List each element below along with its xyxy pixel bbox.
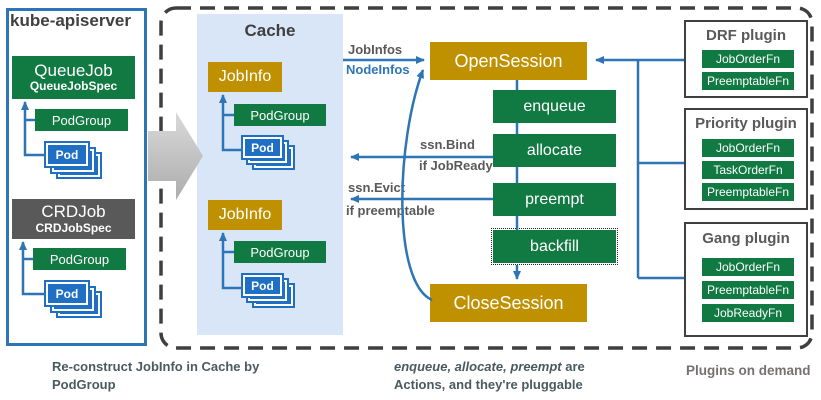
fn-row: JobReadyFn [702,304,794,322]
queuejob-spec: QueueJobSpec [29,79,118,94]
caption-actions: enqueue, allocate, preempt are Actions, … [394,358,585,393]
fn-row: PreemptableFn [702,72,794,90]
label-nodeinfos: NodeInfos [346,62,410,77]
kube-apiserver-title: kube-apiserver [10,11,131,30]
caption-actions-names: enqueue, allocate, preempt [394,359,562,374]
plugin-priority-title: Priority plugin [695,115,797,132]
arrow-close-to-open [401,69,433,302]
fn-row: TaskOrderFn [702,161,794,179]
fn-row: JobOrderFn [702,50,794,68]
queuejob-name: QueueJob [34,60,113,80]
plugin-gang-title: Gang plugin [702,230,790,247]
podgroup-box: PodGroup [33,248,126,270]
queuejob-box: QueueJob QueueJobSpec [12,56,135,99]
pod-stack: Pod [243,137,299,173]
label-if-jobready: if JobReady [419,158,493,173]
crdjob-box: CRDJob CRDJobSpec [12,199,135,239]
jobinfo-box: JobInfo [208,62,282,92]
caption-reconstruct-line2: PodGroup [52,376,116,392]
podgroup-box: PodGroup [234,241,326,263]
plugin-drf-title: DRF plugin [706,27,786,44]
pod-stack: Pod [243,275,299,311]
crdjob-spec: CRDJobSpec [35,220,112,235]
label-if-preemptable: if preemptable [346,203,435,218]
caption-reconstruct-line1: Re-construct JobInfo in Cache by [52,359,260,374]
fn-row: JobOrderFn [702,258,794,276]
action-enqueue-box: enqueue [493,90,616,123]
pod-card: Pod [243,275,282,296]
caption-actions-line2: Actions, and they're pluggable [394,376,583,392]
pod-card: Pod [46,143,88,166]
pod-stack: Pod [46,143,106,183]
caption-actions-are: are [561,359,585,374]
fn-row: PreemptableFn [702,281,794,299]
label-ssn-bind: ssn.Bind [420,137,475,152]
cache-title: Cache [244,21,296,40]
pod-stack: Pod [46,282,106,322]
plugin-gang-box: Gang plugin JobOrderFn PreemptableFn Job… [684,222,808,337]
plugin-priority-box: Priority plugin JobOrderFn TaskOrderFn P… [684,108,808,210]
caption-plugins-note: Plugins on demand [686,363,811,378]
action-preempt-box: preempt [493,183,616,216]
label-jobinfos: JobInfos [348,42,403,57]
caption-reconstruct: Re-construct JobInfo in Cache by PodGrou… [52,358,259,393]
fn-row: JobOrderFn [702,139,794,157]
podgroup-box: PodGroup [35,109,128,131]
action-allocate-box: allocate [493,134,616,167]
pod-card: Pod [243,137,282,158]
flow-arrow [148,112,203,200]
crdjob-name: CRDJob [41,202,106,222]
pod-card: Pod [46,282,88,305]
label-ssn-evict: ssn.Evict [348,180,406,195]
close-session-box: CloseSession [430,284,587,322]
podgroup-box: PodGroup [234,104,326,126]
fn-row: PreemptableFn [702,183,794,201]
plugin-drf-box: DRF plugin JobOrderFn PreemptableFn [684,20,808,98]
open-session-box: OpenSession [430,42,587,80]
action-backfill-box: backfill [491,228,618,265]
jobinfo-box: JobInfo [208,200,282,230]
